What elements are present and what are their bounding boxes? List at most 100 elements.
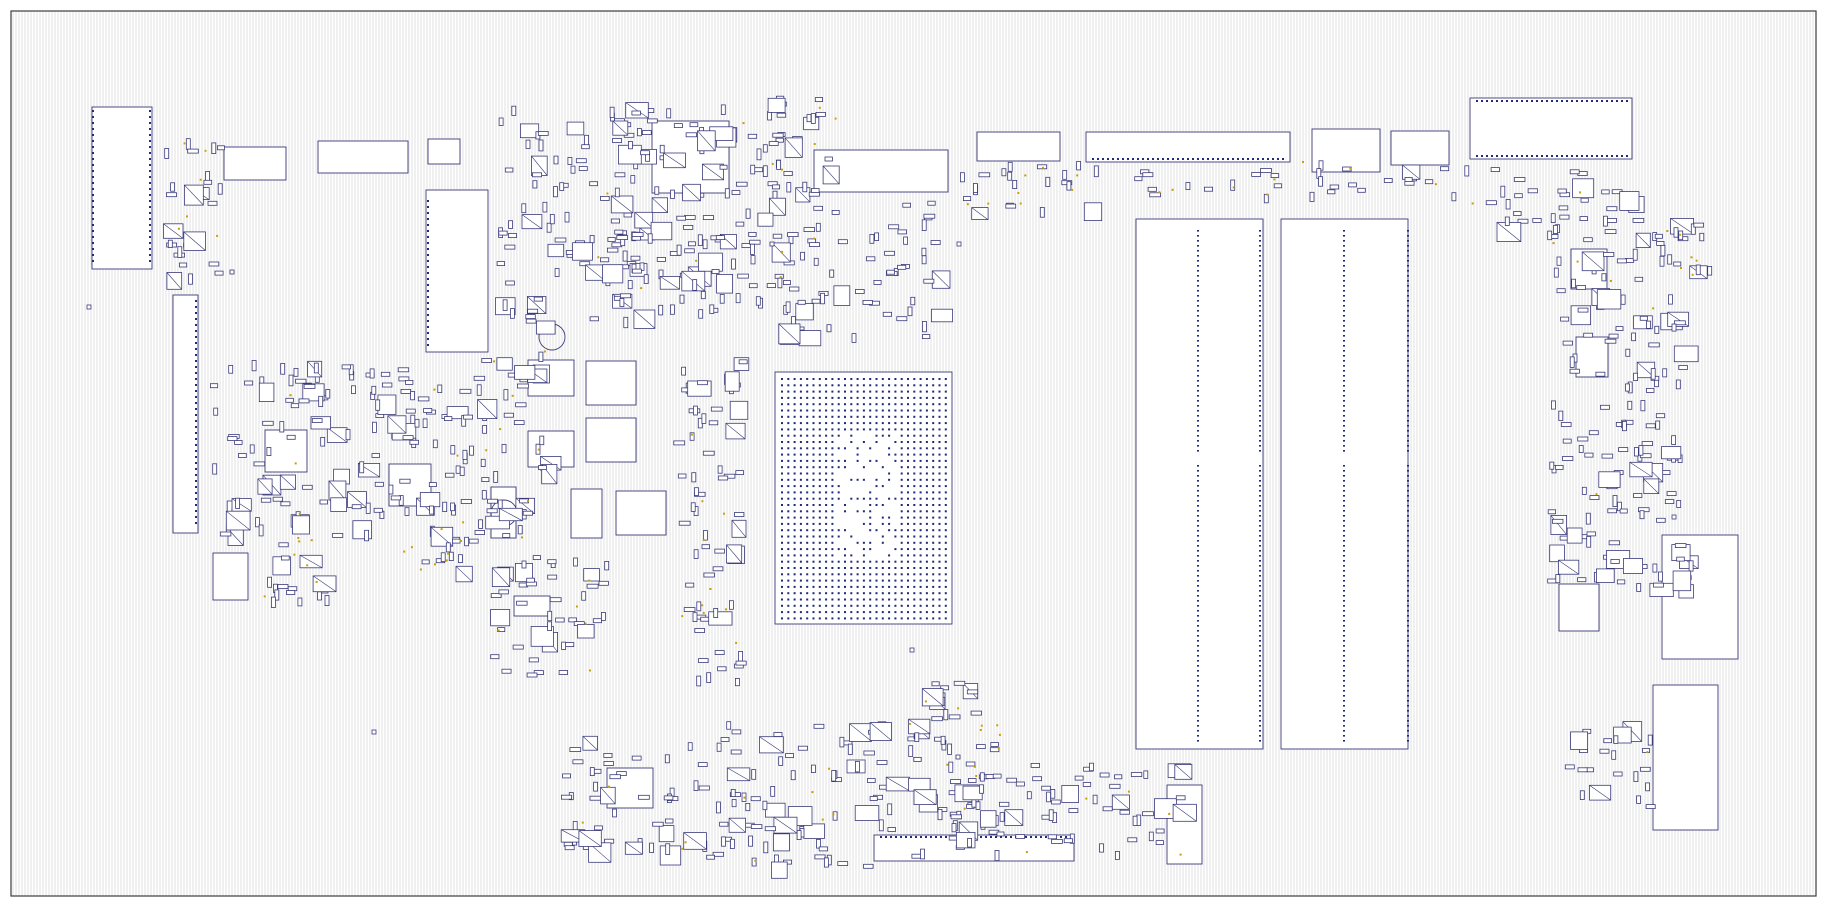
generated-footprints (86, 95, 1713, 879)
inductor-2[interactable] (585, 360, 637, 406)
bga-ball (818, 497, 821, 500)
slot-pin (1407, 250, 1409, 252)
via-marker (966, 203, 969, 206)
bga-ball (932, 611, 935, 614)
passive-component (348, 364, 354, 376)
passive-component (797, 745, 808, 751)
connector-left-vertical[interactable] (172, 294, 199, 534)
bga-ball (925, 459, 928, 462)
passive-component (1615, 326, 1624, 332)
bga-ball (856, 384, 859, 387)
bga-ball (907, 504, 909, 506)
passive-component (303, 383, 316, 389)
slot-pin (1343, 600, 1345, 602)
inductor-6[interactable] (615, 490, 667, 536)
bga-ball (869, 384, 872, 387)
bga-ball (806, 567, 809, 569)
passive-component (423, 408, 433, 413)
ic-right-2[interactable] (1575, 336, 1609, 378)
slot-pin (1407, 425, 1409, 427)
connector-right-bottom[interactable] (1652, 684, 1719, 831)
connector-pin (195, 306, 197, 308)
connector-pin (427, 224, 429, 226)
memory-slot-2[interactable] (1280, 218, 1409, 750)
passive-component (800, 251, 805, 261)
passive-component (1676, 500, 1682, 508)
connector-pin (92, 254, 94, 256)
inductor-5[interactable] (570, 488, 603, 539)
ic-upper-right-3[interactable] (1390, 130, 1450, 166)
inductor-4[interactable] (585, 417, 637, 463)
passive-component (647, 233, 653, 244)
connector-pin (1476, 100, 1478, 102)
passive-component (167, 239, 173, 248)
ic-top-left-3[interactable] (427, 138, 461, 165)
ic-right-3[interactable] (1558, 583, 1600, 632)
bga-ball (932, 579, 935, 582)
connector-upper-long[interactable] (1085, 131, 1291, 163)
passive-component (404, 507, 410, 516)
connector-pin (1197, 158, 1199, 160)
bga-ball (799, 447, 802, 450)
slot-pin (1259, 510, 1261, 512)
passive-component (317, 591, 322, 601)
connector-pin (92, 206, 94, 208)
connector-pin (195, 450, 197, 452)
slot-pin (1259, 275, 1261, 277)
slot-pin (1407, 555, 1409, 557)
passive-component (266, 447, 272, 457)
passive-component (1655, 413, 1666, 419)
connector-pin (427, 266, 429, 268)
connector-pin (92, 242, 94, 244)
bga-ball (900, 535, 903, 538)
connector-pin (427, 212, 429, 214)
ic-center-small[interactable] (513, 595, 551, 617)
via-marker (834, 117, 837, 120)
bga-ball (856, 459, 859, 462)
bga-ball (781, 504, 783, 506)
slot-pin (1259, 495, 1261, 497)
passive-component (1062, 170, 1068, 180)
ic-bottom-left[interactable] (212, 552, 249, 601)
slot-pin (1407, 665, 1409, 667)
passive-component (1645, 423, 1656, 429)
connector-pin (427, 332, 429, 334)
bga-ball (913, 491, 916, 494)
bga-ball (793, 516, 796, 519)
connector-left-top[interactable] (91, 106, 153, 270)
passive-component (607, 237, 616, 242)
connector-top-right[interactable] (1469, 97, 1633, 160)
slot-pin (1407, 695, 1409, 697)
ic-qfn-left-1[interactable] (264, 429, 308, 473)
slot-pin (1407, 380, 1409, 382)
ic-top-left-2[interactable] (317, 140, 409, 174)
slot-pin (1407, 265, 1409, 267)
memory-slot-1[interactable] (1135, 218, 1264, 750)
bga-ball (818, 390, 821, 393)
bga-ball (793, 554, 796, 557)
passive-component (505, 280, 515, 286)
bga-ball (913, 441, 916, 443)
ic-top-left-1[interactable] (223, 146, 287, 181)
bga-ball (913, 535, 916, 538)
component-diagonal (849, 723, 872, 742)
bga-ball (781, 497, 783, 500)
bga-ball (900, 604, 903, 607)
connector-mid-left[interactable] (425, 189, 489, 353)
passive-component (1076, 161, 1081, 171)
connector-pin (427, 254, 429, 256)
bga-ball (869, 497, 872, 500)
via-marker (1017, 192, 1020, 194)
ic-upper-right-1[interactable] (976, 131, 1061, 162)
connector-pin (195, 498, 197, 500)
passive-component (1134, 176, 1143, 182)
via-marker (410, 546, 413, 549)
passive-component (359, 461, 365, 474)
bga-ball (793, 504, 796, 506)
connector-pin (149, 176, 151, 178)
passive-component (490, 593, 502, 598)
passive-component (1517, 218, 1529, 224)
bga-ball (907, 415, 909, 418)
